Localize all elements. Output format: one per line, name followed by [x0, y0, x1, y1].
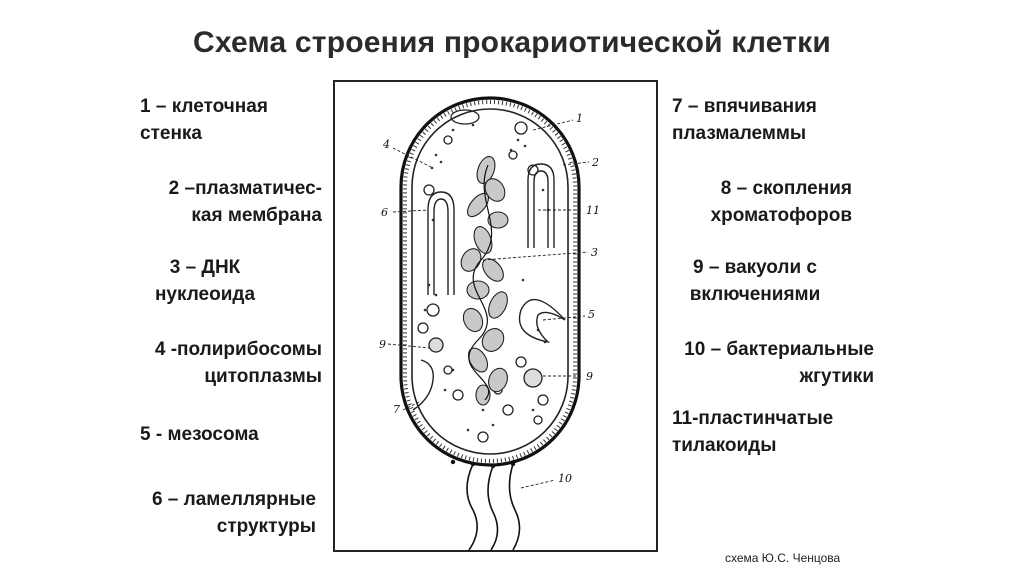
- callout-4: 4: [382, 138, 390, 151]
- figure-credit: схема Ю.С. Ченцова: [725, 551, 841, 565]
- label-line: цитоплазмы: [204, 366, 322, 387]
- label-chromatophores: 8 – скопления хроматофоров: [640, 175, 852, 229]
- callout-9a: 9: [379, 338, 386, 351]
- callout-9b: 9: [586, 370, 593, 383]
- callout-3: 3: [591, 246, 598, 259]
- label-line: хроматофоров: [710, 205, 852, 226]
- label-line: тилакоиды: [672, 435, 777, 456]
- page-title: Схема строения прокариотической клетки: [193, 26, 831, 59]
- prokaryotic-cell-figure: 1 2 3 4 5 6 7 9 9 10 11: [333, 80, 658, 552]
- dna-nucleoid: [460, 156, 509, 406]
- thylakoids: [527, 163, 555, 248]
- label-line: 1 – клеточная: [140, 96, 268, 117]
- callout-lines: [387, 119, 590, 489]
- label-line: структуры: [216, 516, 316, 537]
- label-line: 6 – ламеллярные: [151, 489, 316, 510]
- callout-5: 5: [588, 308, 595, 321]
- label-line: 3 – ДНК: [169, 257, 241, 278]
- label-invaginations: 7 – впячивания плазмалеммы: [672, 93, 817, 147]
- lamellar-structures: [427, 191, 455, 295]
- dna-strand: [468, 164, 493, 401]
- callout-11: 11: [586, 204, 600, 217]
- cell-wall-hatch: [403, 100, 577, 463]
- flagella: [466, 463, 521, 551]
- label-line: 9 – вакуоли с: [692, 257, 818, 278]
- label-plasma-membrane: 2 –плазматичес- кая мембрана: [130, 175, 322, 229]
- membrane-invagination: [412, 359, 434, 411]
- label-mesosome: 5 - мезосома: [140, 421, 259, 448]
- callout-10: 10: [558, 472, 572, 485]
- callout-1: 1: [576, 112, 583, 125]
- label-line: 8 – скопления: [720, 178, 852, 199]
- callout-7: 7: [393, 403, 400, 416]
- label-line: 5 - мезосома: [140, 424, 259, 445]
- label-line: включениями: [689, 284, 821, 305]
- label-line: 4 -полирибосомы: [154, 339, 322, 360]
- label-flagella: 10 – бактериальные жгутики: [660, 336, 874, 390]
- vacuoles: [417, 109, 549, 443]
- cell-wall: [399, 96, 581, 467]
- label-line: жгутики: [799, 366, 874, 387]
- callout-2: 2: [591, 156, 599, 169]
- label-line: стенка: [140, 123, 202, 144]
- plasma-membrane: [411, 108, 569, 455]
- label-line: нуклеоида: [154, 284, 256, 305]
- label-thylakoids: 11-пластинчатые тилакоиды: [672, 405, 833, 459]
- label-line: 11-пластинчатые: [672, 408, 834, 429]
- mesosome: [518, 298, 566, 344]
- flagella-basal-bodies: [450, 459, 516, 469]
- label-lamellar: 6 – ламеллярные структуры: [110, 486, 316, 540]
- label-line: 10 – бактериальные: [684, 339, 874, 360]
- label-line: плазмалеммы: [672, 123, 807, 144]
- label-line: 7 – впячивания: [672, 96, 817, 117]
- callout-6: 6: [381, 206, 388, 219]
- label-cell-wall: 1 – клеточная стенка: [140, 93, 268, 147]
- label-polyribosomes: 4 -полирибосомы цитоплазмы: [120, 336, 322, 390]
- label-line: 2 –плазматичес-: [168, 178, 322, 199]
- label-line: кая мембрана: [191, 205, 322, 226]
- label-vacuoles: 9 – вакуоли с включениями: [665, 254, 845, 308]
- label-dna: 3 – ДНК нуклеоида: [140, 254, 270, 308]
